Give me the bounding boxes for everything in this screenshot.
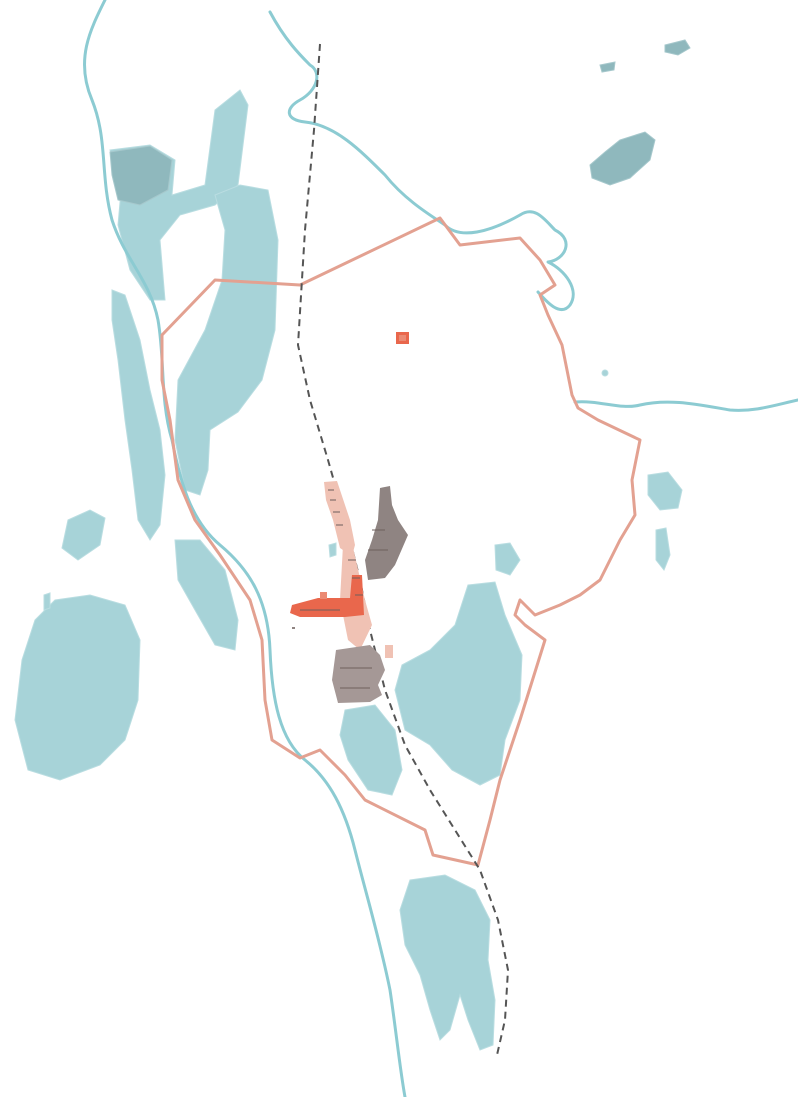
lake-north-east-top xyxy=(664,39,691,56)
lake-west-long xyxy=(174,184,279,496)
municipal-boundary xyxy=(160,216,642,867)
built-grey-east xyxy=(365,486,408,580)
built-pale-dot-east xyxy=(385,645,393,658)
pond-west-edge xyxy=(43,592,51,611)
built-red-marker xyxy=(320,592,327,599)
built-dot-west xyxy=(292,627,295,629)
lake-north-east-tiny xyxy=(599,61,616,73)
built-block-north-inner xyxy=(399,335,406,341)
lake-central-south xyxy=(339,704,403,796)
lake-north-east-dark xyxy=(589,131,656,186)
lake-islet-west xyxy=(61,509,106,561)
river-east xyxy=(573,398,798,412)
lake-west-middle xyxy=(174,539,239,651)
built-grey-south xyxy=(332,645,385,703)
built-red-west-arm xyxy=(290,575,364,617)
lake-west-channel xyxy=(111,289,166,541)
lake-south-west-large xyxy=(14,594,141,781)
street-ticks xyxy=(300,489,388,689)
lake-north-west-dark xyxy=(109,145,173,206)
lake-far-east-small xyxy=(655,527,671,571)
river-north xyxy=(268,10,575,312)
river-west-main xyxy=(83,0,407,1097)
lake-south-lobed xyxy=(399,874,496,1051)
built-up-layer xyxy=(290,332,409,703)
lakes-layer xyxy=(14,39,691,1051)
pond-east xyxy=(601,369,609,377)
pond-central xyxy=(328,542,337,558)
lake-east-small xyxy=(494,542,521,576)
lake-east-large xyxy=(394,581,523,786)
lake-far-east xyxy=(647,471,683,511)
